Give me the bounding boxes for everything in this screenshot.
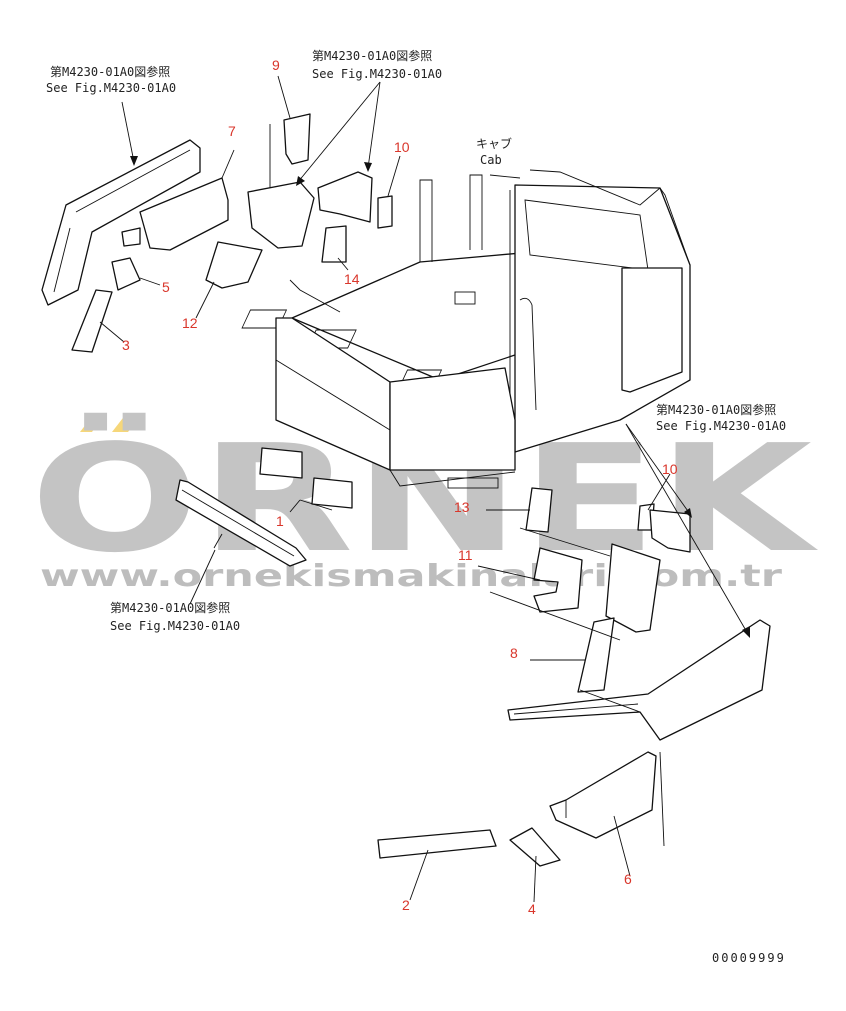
watermark-url: www.ornekismakinalari.com.tr — [40, 559, 782, 594]
part-6-cover — [549, 751, 657, 839]
part-number-3: 3 — [122, 337, 130, 353]
part-12-block — [205, 241, 263, 289]
reference-right: 第M4230-01A0図参照 See Fig.M4230-01A0 — [656, 402, 786, 433]
part-14-block — [321, 225, 347, 263]
part-10-top — [317, 171, 393, 229]
part-13-block — [525, 487, 553, 533]
part-number-11: 11 — [458, 547, 473, 563]
cab-assembly — [241, 169, 691, 489]
part-5-block — [111, 257, 141, 291]
part-8-block — [577, 617, 615, 693]
leader-lines — [99, 75, 750, 903]
part-number-12: 12 — [182, 315, 198, 331]
reference-top-center-jp: 第M4230-01A0図参照 — [312, 48, 432, 63]
reference-top-center: 第M4230-01A0図参照 See Fig.M4230-01A0 — [312, 48, 442, 81]
part-number-13: 13 — [454, 499, 470, 515]
cab-label: キャブ Cab — [476, 136, 512, 167]
drawing-code: 00009999 — [712, 951, 786, 965]
part-number-1: 1 — [276, 513, 284, 529]
part-number-6: 6 — [624, 871, 632, 887]
part-number-10-right: 10 — [662, 461, 678, 477]
cab-label-jp: キャブ — [476, 136, 512, 151]
reference-right-jp: 第M4230-01A0図参照 — [656, 402, 776, 417]
part-number-14: 14 — [344, 271, 360, 287]
part-right-panel — [507, 619, 771, 741]
part-10-right — [637, 503, 691, 553]
part-bracket-right — [605, 543, 661, 633]
part-number-2: 2 — [402, 897, 410, 913]
part-1-blocks — [175, 447, 353, 567]
watermark-accent-right — [112, 414, 142, 432]
reference-bottom-left-en: See Fig.M4230-01A0 — [110, 619, 240, 633]
part-number-5: 5 — [162, 279, 170, 295]
part-4-block — [509, 827, 561, 867]
part-3-block — [71, 289, 113, 353]
reference-bottom-left-jp: 第M4230-01A0図参照 — [110, 600, 230, 615]
part-number-7: 7 — [228, 123, 236, 139]
part-2-block — [377, 829, 497, 859]
part-number-9: 9 — [272, 57, 280, 73]
reference-top-left-en: See Fig.M4230-01A0 — [46, 81, 176, 95]
cab-label-en: Cab — [480, 153, 502, 167]
reference-top-center-en: See Fig.M4230-01A0 — [312, 67, 442, 81]
part-7-panel — [41, 139, 229, 306]
watermark-accent-left — [80, 414, 104, 432]
part-number-8: 8 — [510, 645, 518, 661]
part-number-10-top: 10 — [394, 139, 410, 155]
reference-right-en: See Fig.M4230-01A0 — [656, 419, 786, 433]
reference-top-left: 第M4230-01A0図参照 See Fig.M4230-01A0 — [46, 64, 176, 95]
part-11-block — [533, 547, 583, 613]
reference-bottom-left: 第M4230-01A0図参照 See Fig.M4230-01A0 — [110, 600, 240, 633]
part-bracket-top-center — [247, 181, 315, 249]
reference-top-left-jp: 第M4230-01A0図参照 — [50, 64, 170, 79]
part-number-4: 4 — [528, 901, 536, 917]
part-number-callouts: 7 9 10 5 12 3 14 1 13 10 11 8 6 2 4 — [122, 57, 678, 917]
